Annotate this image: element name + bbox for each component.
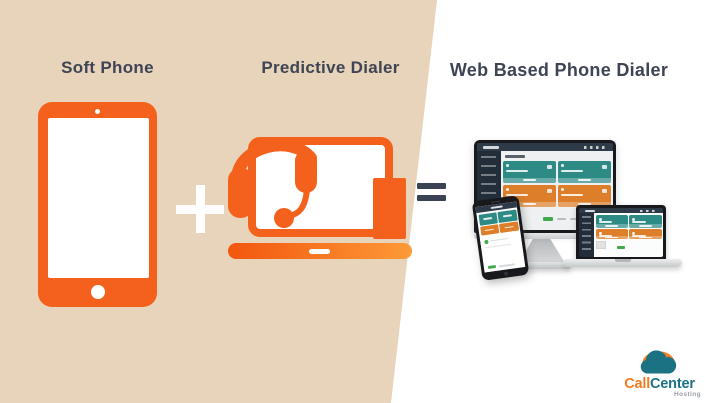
stat-card-teal [558,160,611,183]
stat-cards-grid [503,160,611,207]
stat-card-orange [629,229,662,239]
stat-card-teal [503,160,556,183]
responsive-devices-mockup [455,128,705,298]
placeholder-box [595,241,606,249]
monitor-bottom-strip [474,233,616,239]
predictive-dialer-title: Predictive Dialer [261,58,400,77]
phone-screen [48,118,149,278]
stat-card-teal [497,209,518,223]
logo-text-center: Center [650,376,695,392]
laptop-mockup [576,205,666,259]
status-green-dash [616,246,625,249]
laptop-headset-icon [228,130,423,262]
stat-card-orange [558,184,611,207]
stat-cards-grid [595,214,662,239]
phone-speaker [490,200,500,203]
equals-icon [417,183,446,202]
phone-home-button [503,271,508,276]
dashboard-sidebar [579,213,594,257]
cloud-headset-logo-icon [640,350,677,374]
stat-card-teal [595,214,628,228]
soft-phone-title: Soft Phone [61,58,154,77]
callcenter-hosting-logo: CallCenter Hosting [612,348,705,400]
laptop-mockup-base [563,259,682,267]
phone-camera-dot [95,109,100,114]
status-green-dash [487,264,497,270]
dashboard-topbar [477,143,613,151]
plus-icon [176,185,224,233]
web-based-phone-dialer-title: Web Based Phone Dialer [449,60,669,80]
monitor-stand-base [515,262,571,269]
phone-home-button [90,285,105,299]
dashboard-topbar [579,208,663,213]
screen-panel-rect [373,178,406,239]
logo-text-call: Call [624,376,651,392]
stat-card-teal [477,211,498,226]
stat-card-orange [595,229,628,239]
status-green-dash [543,216,553,221]
headset-icon [228,140,317,228]
laptop-base [228,243,412,259]
dashboard-content [594,213,663,257]
status-green-dot [484,239,489,244]
dashboard-heading-bar [505,155,525,158]
smartphone-icon [38,102,157,307]
logo-text-hosting: Hosting [674,391,701,398]
sidebar-menu-rows [581,216,591,254]
stat-card-teal [629,214,662,228]
laptop-screen [248,137,406,239]
dashboard-content [479,231,526,273]
